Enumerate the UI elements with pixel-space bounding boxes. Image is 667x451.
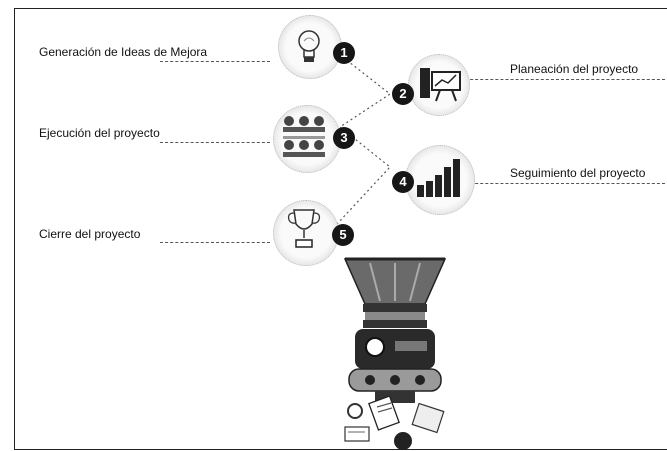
step-5-leader-line (160, 242, 270, 243)
step-4-leader-line (455, 183, 667, 184)
step-1-leader-line (160, 61, 270, 62)
step-1-badge: 1 (333, 42, 355, 64)
diagram-frame: Generación de Ideas de Mejora 1 Planeaci… (14, 8, 667, 450)
step-1-icon-disc (278, 15, 342, 79)
step-2-leader-line (455, 79, 667, 80)
step-4-label: Seguimiento del proyecto (510, 166, 646, 180)
presentation-board-icon (420, 68, 461, 102)
funnel-machine-icon (343, 257, 447, 450)
team-people-icon (283, 116, 325, 157)
step-5-label: Cierre del proyecto (39, 227, 141, 241)
step-5-icon-disc (273, 200, 339, 266)
process-path (334, 50, 392, 225)
bar-chart-icon (417, 159, 460, 197)
lightbulb-icon (298, 30, 320, 62)
step-4-badge: 4 (392, 171, 414, 193)
step-3-leader-line (160, 142, 270, 143)
step-3-badge: 3 (333, 127, 355, 149)
trophy-icon (287, 209, 321, 248)
step-3-label: Ejecución del proyecto (39, 126, 160, 140)
step-5-badge: 5 (332, 224, 354, 246)
step-2-label: Planeación del proyecto (510, 62, 639, 76)
step-1-label: Generación de Ideas de Mejora (39, 45, 208, 59)
step-2-badge: 2 (392, 83, 414, 105)
